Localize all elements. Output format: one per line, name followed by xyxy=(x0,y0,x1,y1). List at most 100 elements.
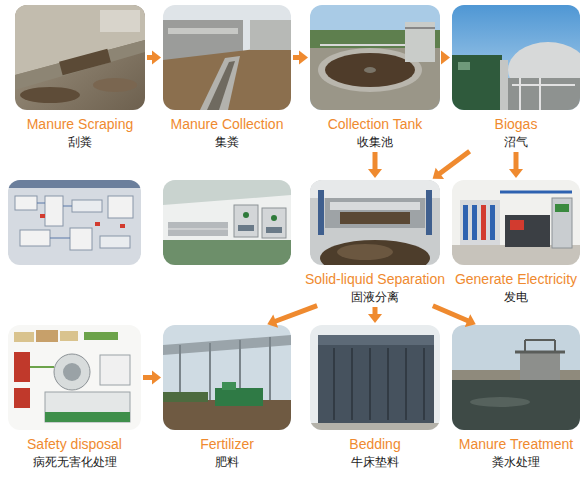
scraping-photo xyxy=(15,5,145,110)
process-photo-node: Fertilizer肥料 xyxy=(163,325,291,470)
flow-arrow xyxy=(147,51,161,65)
photo-frame xyxy=(163,325,291,430)
arrow-head xyxy=(368,314,382,323)
tank-photo-shape xyxy=(364,67,376,73)
generator-photo-shape xyxy=(460,200,500,245)
photo-frame xyxy=(15,5,145,110)
separator-photo-shape xyxy=(310,180,440,198)
treatment-photo-shape xyxy=(525,339,555,341)
separator-photo-shape xyxy=(325,198,425,228)
tank-photo-shape xyxy=(405,27,435,29)
control-screen-photo-shape xyxy=(70,228,92,250)
collection-photo-shape xyxy=(207,61,235,110)
photo-frame xyxy=(452,5,580,110)
scraping-photo-shape xyxy=(93,78,137,92)
barn-panel-photo-shape xyxy=(168,222,228,236)
flow-arrow xyxy=(293,51,308,65)
control-screen-photo-shape xyxy=(40,214,45,218)
control-screen-photo-shape xyxy=(15,196,37,210)
tank-photo-shape xyxy=(310,5,440,110)
biogas-photo-shape xyxy=(512,84,575,86)
flow-arrow xyxy=(433,306,476,327)
separator-photo-shape xyxy=(318,190,324,235)
control-screen-photo-shape xyxy=(45,196,63,226)
process-photo-node: Biogas沼气 xyxy=(452,5,580,150)
barn-panel-photo-shape xyxy=(163,240,291,265)
arrow-head xyxy=(368,169,382,178)
barn-panel-photo-shape xyxy=(266,227,282,233)
photo-frame xyxy=(8,325,141,430)
generator-photo-shape xyxy=(463,205,468,240)
barn-panel-photo-shape xyxy=(238,225,254,231)
disposal-photo-shape xyxy=(14,388,30,408)
english-caption: Manure Collection xyxy=(171,116,284,133)
arrow-head xyxy=(433,168,444,179)
barn-panel-photo-shape xyxy=(262,208,286,238)
process-photo-node: Manure Collection集粪 xyxy=(163,5,291,150)
bedding-photo-shape xyxy=(423,348,425,420)
english-caption: Collection Tank xyxy=(328,116,423,133)
treatment-photo-shape xyxy=(452,370,580,380)
treatment-photo-shape xyxy=(524,340,526,352)
control-screen-photo-shape xyxy=(50,238,70,239)
photo-frame xyxy=(163,5,291,110)
english-caption: Biogas xyxy=(495,116,538,133)
biogas-photo-shape xyxy=(508,78,580,110)
fertilizer-photo xyxy=(163,325,291,430)
flow-arrow xyxy=(368,307,382,323)
arrow-shaft xyxy=(373,307,378,315)
barn-panel-photo-shape xyxy=(243,212,249,218)
control-screen-photo-shape xyxy=(37,203,45,204)
chinese-caption: 固液分离 xyxy=(351,289,399,305)
bedding-photo-shape xyxy=(310,423,440,430)
control-screen-photo-shape xyxy=(8,180,141,265)
collection-photo xyxy=(163,5,291,110)
control-screen-photo-shape xyxy=(20,230,50,246)
photo-frame xyxy=(452,325,580,430)
treatment-photo-shape xyxy=(520,352,560,380)
chinese-caption: 沼气 xyxy=(504,134,528,150)
control-screen-photo-shape xyxy=(95,222,100,226)
control-screen-photo-shape xyxy=(63,206,72,207)
scraping-photo-shape xyxy=(15,5,145,110)
fertilizer-photo-shape xyxy=(209,343,211,400)
generator-photo-shape xyxy=(552,198,572,248)
arrow-head xyxy=(299,51,308,65)
disposal-photo-shape xyxy=(36,330,58,342)
chinese-caption: 收集池 xyxy=(357,134,393,150)
disposal-photo xyxy=(8,325,141,430)
process-photo-node: Bedding牛床垫料 xyxy=(310,325,440,470)
barn-panel-photo-shape xyxy=(271,215,277,221)
control-screen-photo-shape xyxy=(108,196,133,218)
photo-frame xyxy=(310,5,440,110)
arrow-head xyxy=(267,315,278,328)
generator-photo-shape xyxy=(510,220,524,230)
bedding-photo-shape xyxy=(369,348,371,420)
disposal-photo-shape xyxy=(14,332,34,342)
fertilizer-photo-shape xyxy=(215,388,263,406)
bedding-photo-shape xyxy=(310,325,440,430)
fertilizer-photo-shape xyxy=(163,392,208,402)
control-screen-photo-shape xyxy=(100,236,130,248)
scraping-photo-shape xyxy=(59,49,111,75)
generator-photo-shape xyxy=(500,191,572,194)
disposal-photo-shape xyxy=(45,412,130,422)
control-screen-photo-shape xyxy=(72,200,102,212)
generator-photo-shape xyxy=(481,205,486,240)
barn-panel-photo xyxy=(163,180,291,265)
english-caption: Solid-liquid Separation xyxy=(305,271,445,288)
disposal-photo-shape xyxy=(54,354,90,390)
arrow-shaft xyxy=(373,152,378,170)
chinese-caption: 牛床垫料 xyxy=(351,454,399,470)
flow-arrow xyxy=(509,152,523,178)
biogas-photo-shape xyxy=(539,78,541,110)
arrow-shaft xyxy=(514,152,519,170)
bedding-photo-shape xyxy=(405,348,407,420)
arrow-head xyxy=(509,169,523,178)
english-caption: Generate Electricity xyxy=(455,271,577,288)
control-screen-photo-shape xyxy=(120,224,125,228)
disposal-photo-shape xyxy=(63,363,81,381)
flow-arrow xyxy=(441,51,450,65)
disposal-photo-shape xyxy=(30,366,54,368)
separator-photo xyxy=(310,180,440,265)
